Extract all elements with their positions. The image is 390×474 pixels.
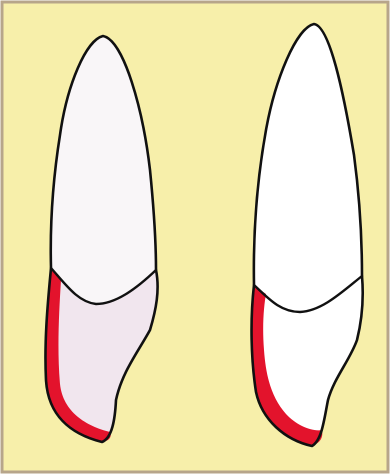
- figure-panel: [0, 0, 390, 474]
- tooth-diagram: [0, 0, 390, 474]
